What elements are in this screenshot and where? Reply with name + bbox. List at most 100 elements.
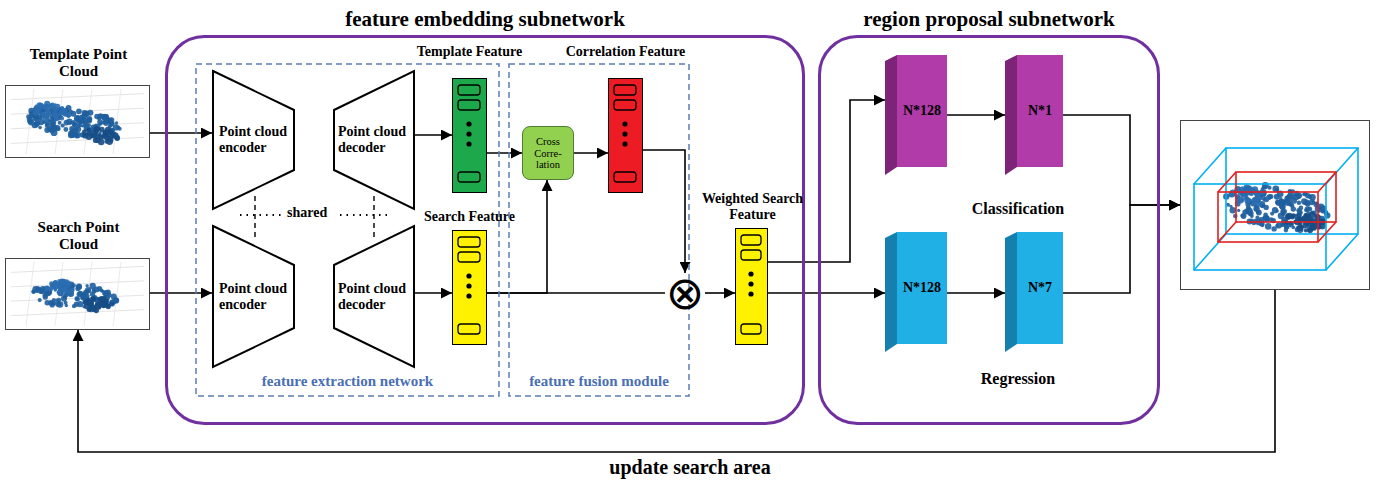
ellipsis-dot (622, 131, 627, 136)
cloud-point (57, 301, 64, 308)
edge-label: update search area (606, 456, 773, 479)
cloud-point (47, 287, 51, 291)
cloud-point (105, 289, 111, 295)
point-cloud-frame: Template Point Cloud (5, 85, 150, 158)
ellipsis-dot (466, 293, 471, 298)
cloud-point (87, 307, 92, 312)
cloud-point (75, 297, 80, 302)
cloud-point (75, 126, 81, 132)
feature-cells (453, 231, 485, 343)
target-box (1218, 172, 1336, 242)
cloud-point (41, 112, 46, 117)
cloud-point (1262, 185, 1267, 190)
cloud-point (1242, 210, 1247, 215)
connector (768, 292, 885, 294)
cloud-point (1285, 198, 1288, 201)
cloud-point (1230, 207, 1236, 213)
cloud-point (1305, 193, 1310, 198)
cloud-point (1229, 205, 1232, 208)
cloud-point (1237, 197, 1244, 204)
dashed-border (509, 64, 689, 396)
cloud-point (83, 110, 89, 116)
cloud-point (58, 121, 62, 125)
connector (150, 292, 212, 294)
node-label: Correlation Feature (566, 44, 686, 60)
feature-cell (741, 235, 761, 245)
cloud-point (1305, 206, 1310, 211)
cloud-point (98, 296, 105, 303)
cloud-point (112, 132, 119, 139)
cloud-point (64, 120, 70, 126)
feature-cell (458, 85, 480, 95)
shared-indicator (240, 196, 390, 240)
feature-cell (458, 252, 480, 262)
cloud-point (46, 106, 50, 110)
cloud-point (1265, 223, 1272, 230)
connector (947, 114, 1005, 116)
cloud-point (1265, 197, 1269, 201)
node-label: N*7 (1017, 280, 1063, 296)
cloud-point (65, 304, 68, 307)
feature-cell (614, 85, 636, 95)
cloud-point (99, 122, 102, 125)
cloud-point (94, 127, 100, 133)
cloud-point (1302, 215, 1308, 221)
cloud-point (1308, 225, 1314, 231)
cloud-point (98, 113, 104, 119)
cloud-point (58, 290, 62, 294)
cloud-point (1301, 198, 1307, 204)
cloud-point (1263, 196, 1269, 202)
shape-outline (818, 35, 1160, 425)
cloud-point (88, 299, 94, 305)
cloud-point (1282, 203, 1286, 207)
cloud-point (59, 279, 66, 286)
cloud-point (1258, 201, 1262, 205)
cloud-point (110, 302, 114, 306)
dashed-border (196, 64, 499, 396)
cloud-point (1272, 207, 1278, 213)
connector (643, 150, 685, 273)
box-edge (1318, 222, 1336, 242)
cloud-point (99, 297, 104, 302)
cloud-point (90, 283, 96, 289)
multiply-symbol: ⊗ (665, 273, 705, 313)
cloud-point (101, 290, 104, 293)
cloud-point (1252, 197, 1256, 201)
node-label: ⊗ (665, 273, 705, 313)
result-boxes (1194, 148, 1358, 270)
connector (150, 132, 212, 134)
cloud-point (1244, 197, 1250, 203)
annotation-label: shared (287, 205, 327, 221)
annotation-label: Classification (972, 200, 1064, 218)
cloud-point (1267, 186, 1271, 190)
cloud-point (103, 120, 107, 124)
region-heading: feature fusion module (508, 373, 690, 390)
cloud-point (1298, 206, 1303, 211)
subnetwork-panel: region proposal subnetworkN*128N*1N*128N… (818, 35, 1160, 425)
connector (1063, 115, 1180, 205)
node-label: Point cloud decoder (338, 124, 410, 156)
connector (768, 100, 885, 262)
cloud-point (93, 128, 96, 131)
module-region: feature extraction networkPoint cloud en… (195, 63, 500, 397)
encoder-trapezoid: Point cloud encoder (212, 70, 295, 210)
cloud-point (51, 301, 56, 306)
connector (1063, 205, 1180, 293)
annotation-label: Regression (981, 370, 1055, 388)
cloud-point (1264, 205, 1269, 210)
slab-side (885, 232, 897, 352)
cloud-point (64, 127, 69, 132)
cloud-point (76, 284, 82, 290)
cloud-point (1297, 201, 1302, 206)
ellipsis-dot (748, 291, 753, 296)
cloud-point (104, 131, 109, 136)
node-label: N*1 (1017, 103, 1063, 119)
layer-slab: N*7 (1005, 232, 1063, 354)
feature-cells (609, 79, 641, 191)
layer-slab: N*1 (1005, 55, 1063, 177)
dotted-line (340, 214, 390, 216)
slab-side (1005, 232, 1017, 352)
cloud-point (32, 122, 38, 128)
cloud-point (53, 108, 57, 112)
slab-side (885, 55, 897, 175)
